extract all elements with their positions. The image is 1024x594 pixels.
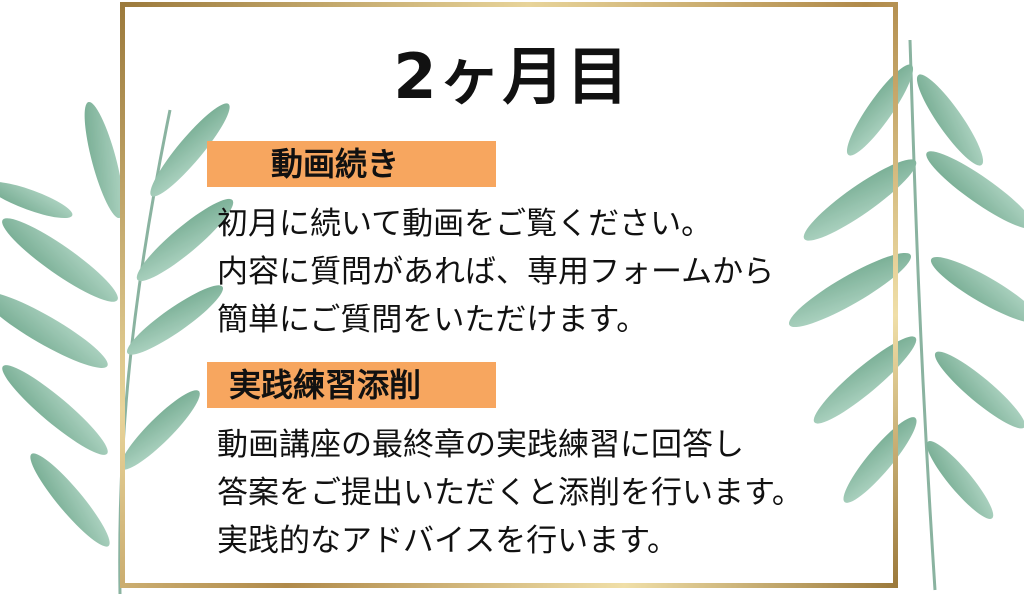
body-line: 簡単にご質問をいただけます。 xyxy=(217,302,648,338)
section-heading-practice: 実践練習添削 xyxy=(207,362,496,408)
body-line: 答案をご提出いただくと添削を行います。 xyxy=(217,475,803,511)
body-line: 動画講座の最終章の実践練習に回答し xyxy=(217,427,744,463)
section-heading-video: 動画続き xyxy=(207,141,496,187)
page-title: 2ヶ月目 xyxy=(393,40,631,113)
body-line: 内容に質問があれば、専用フォームから xyxy=(217,254,775,290)
gold-frame xyxy=(120,2,898,588)
section-body-practice: 動画講座の最終章の実践練習に回答し 答案をご提出いただくと添削を行います。 実践… xyxy=(217,421,803,565)
body-line: 実践的なアドバイスを行います。 xyxy=(217,523,678,559)
body-line: 初月に続いて動画をご覧ください。 xyxy=(217,206,713,242)
section-body-video: 初月に続いて動画をご覧ください。 内容に質問があれば、専用フォームから 簡単にご… xyxy=(217,200,774,344)
